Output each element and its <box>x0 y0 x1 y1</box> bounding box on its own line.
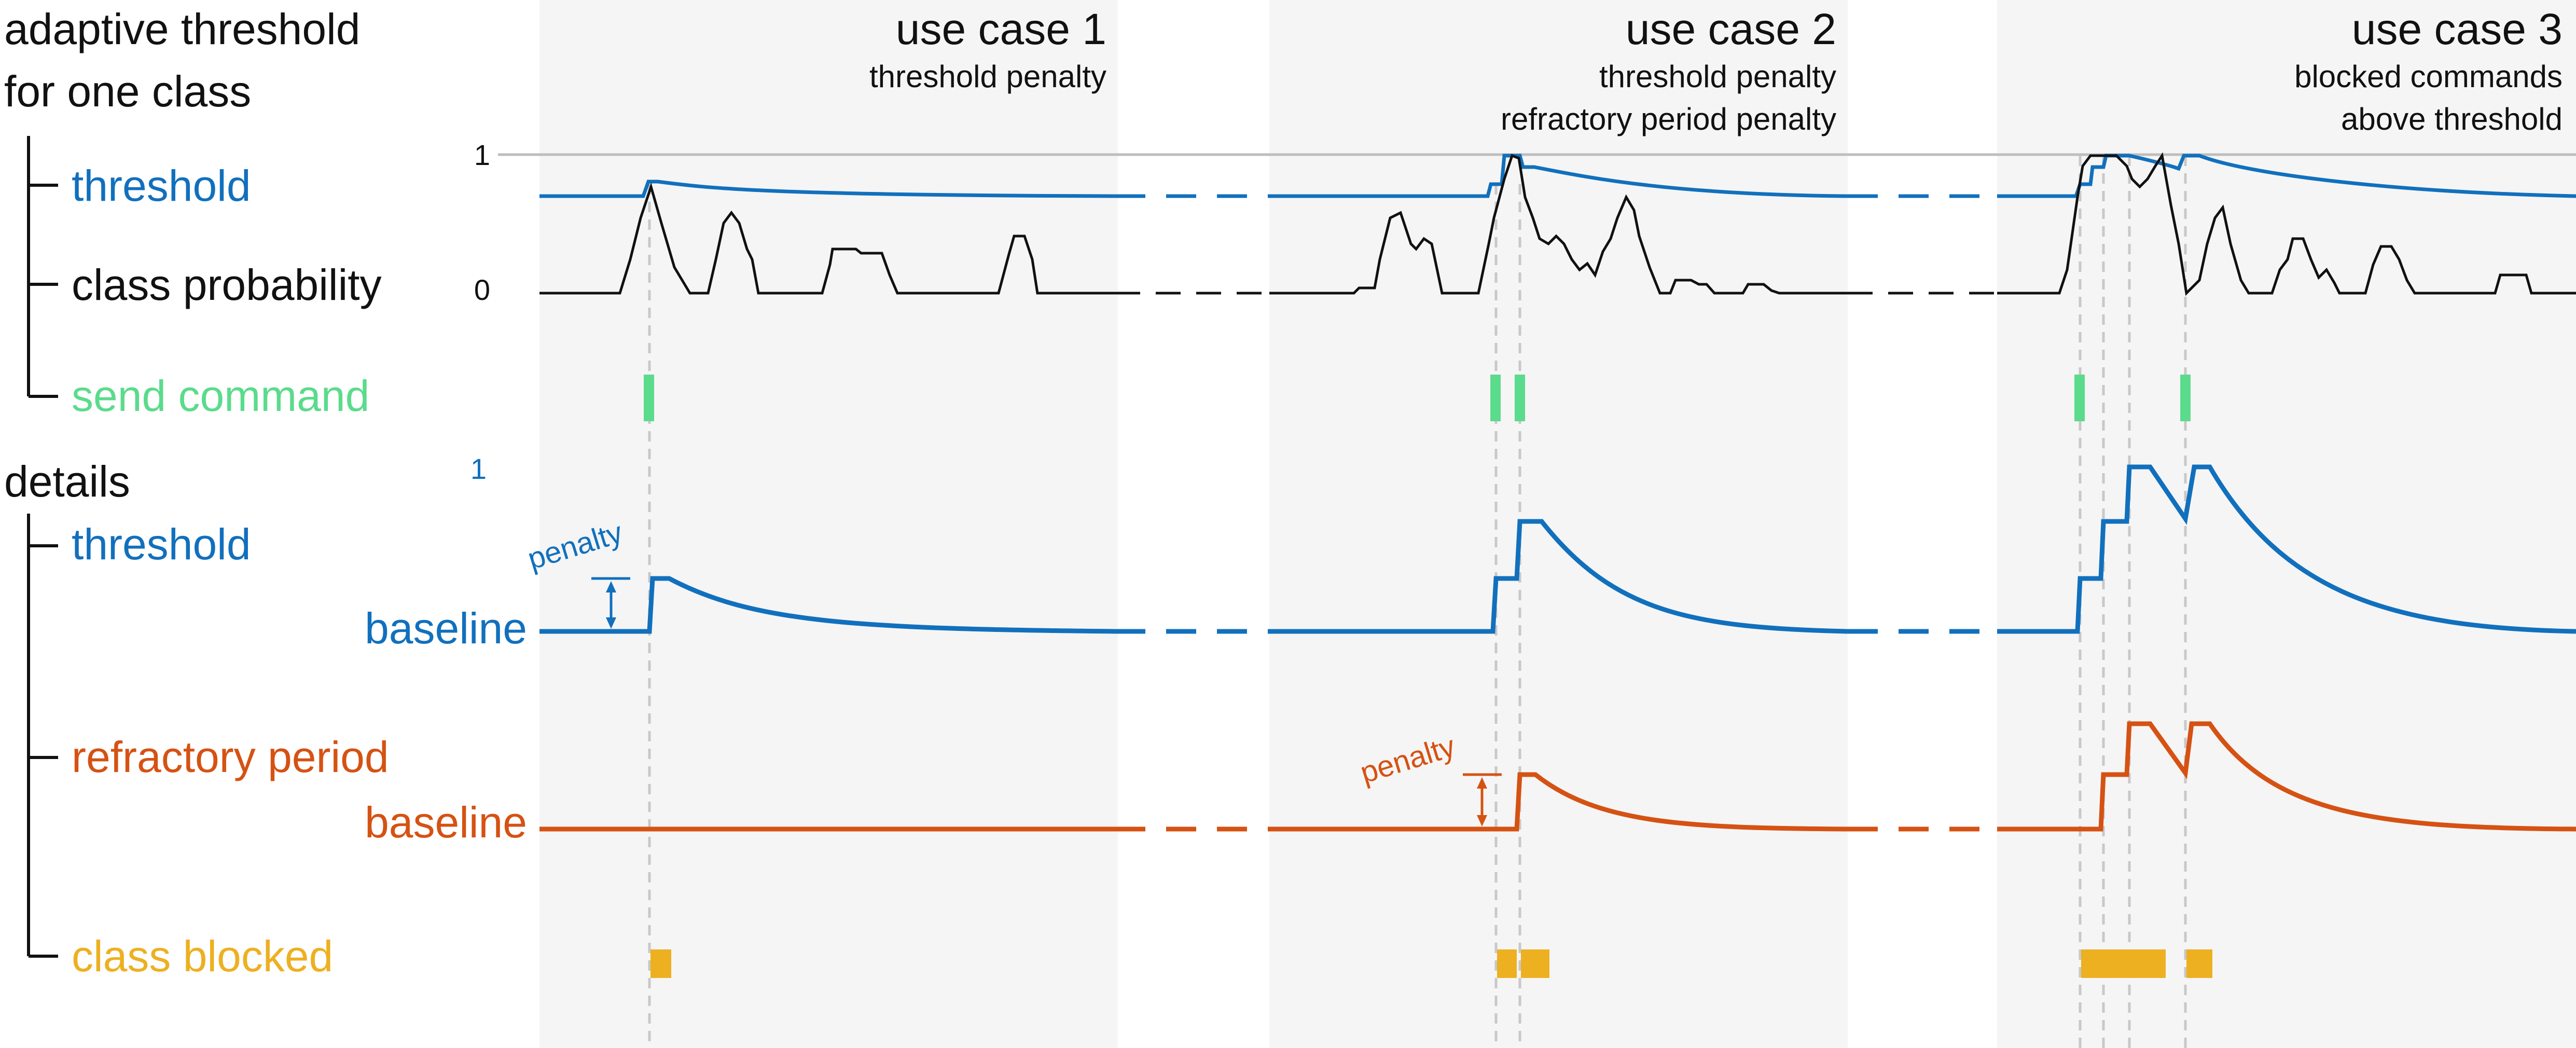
class-blocked-mark <box>2081 949 2166 978</box>
send-command-mark <box>2074 375 2085 421</box>
diagram-title-line2: for one class <box>4 67 251 116</box>
use-case-2-title: use case 2 <box>1626 5 1836 53</box>
class-blocked-marks <box>650 949 2212 978</box>
refractory-period-label: refractory period <box>72 733 389 781</box>
send-command-marks <box>644 375 2191 421</box>
class-blocked-mark <box>1497 949 1517 978</box>
use-case-2-line-1: threshold penalty <box>1599 59 1836 94</box>
details-threshold-trace <box>539 464 2576 634</box>
threshold-penalty-annotation <box>591 577 630 629</box>
send-command-mark <box>2180 375 2191 421</box>
details-one-tick: 1 <box>470 452 487 485</box>
use-case-1-title: use case 1 <box>896 5 1106 53</box>
use-case-2-panel <box>1269 0 1848 1048</box>
send-command-label: send command <box>72 371 369 420</box>
top-tree-bracket <box>27 136 58 398</box>
use-case-1-line-1: threshold penalty <box>869 59 1106 94</box>
refractory-penalty-annotation <box>1463 773 1502 826</box>
threshold-baseline-label: baseline <box>365 604 527 653</box>
details-threshold-label: threshold <box>72 520 251 569</box>
use-case-3-title: use case 3 <box>2352 5 2563 53</box>
details-tree-bracket <box>27 514 58 958</box>
probability-one-tick: 1 <box>474 139 490 171</box>
class-blocked-mark <box>1521 949 1549 978</box>
class-probability-trace <box>539 152 2576 296</box>
probability-zero-tick: 0 <box>474 273 490 306</box>
threshold-label: threshold <box>72 161 251 210</box>
details-heading: details <box>4 457 130 506</box>
use-case-1-panel <box>539 0 1118 1048</box>
class-blocked-mark <box>650 949 671 978</box>
send-command-mark <box>1515 375 1525 421</box>
class-probability-label: class probability <box>72 260 382 309</box>
use-case-2-line-2: refractory period penalty <box>1501 102 1836 136</box>
class-blocked-label: class blocked <box>72 932 333 981</box>
use-case-3-panel <box>1997 0 2576 1048</box>
diagram-title-line1: adaptive threshold <box>4 5 360 53</box>
threshold-trace <box>539 154 2576 198</box>
send-command-mark <box>644 375 654 421</box>
class-blocked-mark <box>2186 949 2212 978</box>
use-case-3-line-1: blocked commands <box>2294 59 2563 94</box>
use-case-3-line-2: above threshold <box>2341 102 2563 136</box>
send-command-mark <box>1490 375 1501 421</box>
refractory-period-trace <box>539 721 2576 832</box>
refractory-baseline-label: baseline <box>365 798 527 847</box>
